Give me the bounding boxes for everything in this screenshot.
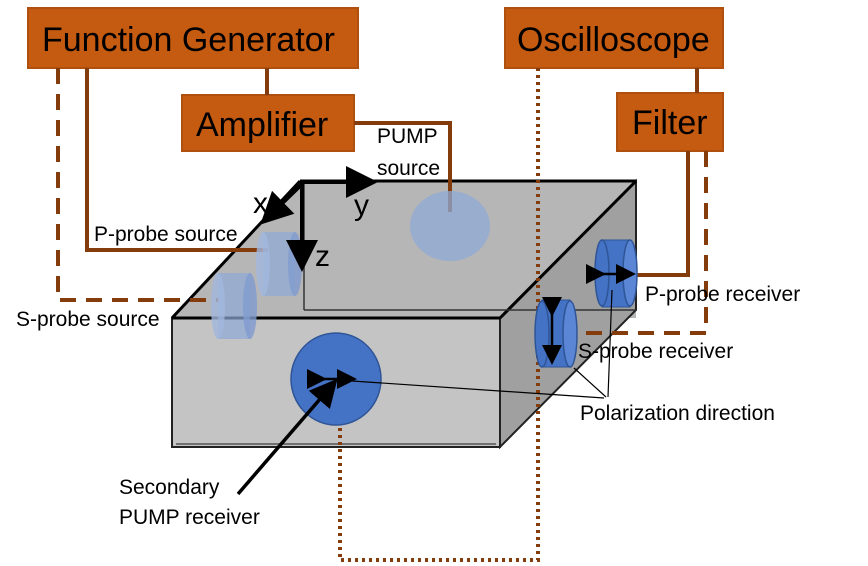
s-probe-receiver-transducer: [534, 297, 578, 368]
x-axis-label: x: [253, 187, 268, 220]
oscilloscope-label: Oscilloscope: [517, 21, 710, 59]
p-probe-source-transducer: [256, 232, 302, 296]
p-probe-receiver-transducer: [586, 239, 638, 308]
amplifier-box: Amplifier: [181, 94, 355, 152]
sample-top-right-edge: [498, 179, 638, 320]
s-probe-receiver-label: S-probe receiver: [578, 340, 733, 363]
function-generator-box: Function Generator: [27, 7, 359, 69]
wire-filter-to-p-probe-receiver: [630, 151, 690, 277]
filter-box: Filter: [616, 92, 724, 152]
secondary-pump-receiver-label-line2: PUMP receiver: [119, 506, 260, 529]
pump-source-label-line1: PUMP: [377, 125, 438, 148]
secondary-pump-receiver-transducer: [290, 332, 382, 426]
pointer-to-s-probe-arrow: [573, 367, 607, 398]
wire-oscilloscope-to-s-probe-receiver-dashed: [570, 151, 708, 335]
p-probe-receiver-label: P-probe receiver: [645, 283, 800, 306]
p-probe-source-label: P-probe source: [94, 223, 238, 246]
secondary-pump-receiver-label-line1: Secondary: [119, 476, 220, 499]
pointer-to-p-probe-arrow: [607, 289, 613, 398]
y-axis-label: y: [354, 189, 369, 222]
oscilloscope-box: Oscilloscope: [504, 7, 724, 69]
pump-source-transducer: [410, 191, 490, 261]
wire-generator-to-s-probe-source-dashed: [56, 68, 218, 302]
z-axis-label: z: [315, 240, 330, 273]
secondary-pump-receiver-pointer: [236, 378, 338, 496]
s-probe-source-transducer: [211, 273, 257, 339]
pointer-to-secondary-pump-arrow: [351, 380, 605, 399]
coordinate-axes: [260, 166, 378, 272]
pump-source-label-line2: source: [377, 157, 440, 180]
wire-amplifier-to-pump-source: [354, 121, 452, 212]
polarization-direction-label: Polarization direction: [580, 402, 775, 425]
polarization-pointer-lines: [351, 289, 613, 399]
wire-generator-to-p-probe-source: [85, 68, 268, 252]
filter-label: Filter: [632, 104, 708, 142]
function-generator-label: Function Generator: [42, 21, 335, 59]
x-axis-arrow: [260, 182, 304, 225]
s-probe-source-label: S-probe source: [16, 308, 160, 331]
amplifier-label: Amplifier: [196, 106, 328, 144]
